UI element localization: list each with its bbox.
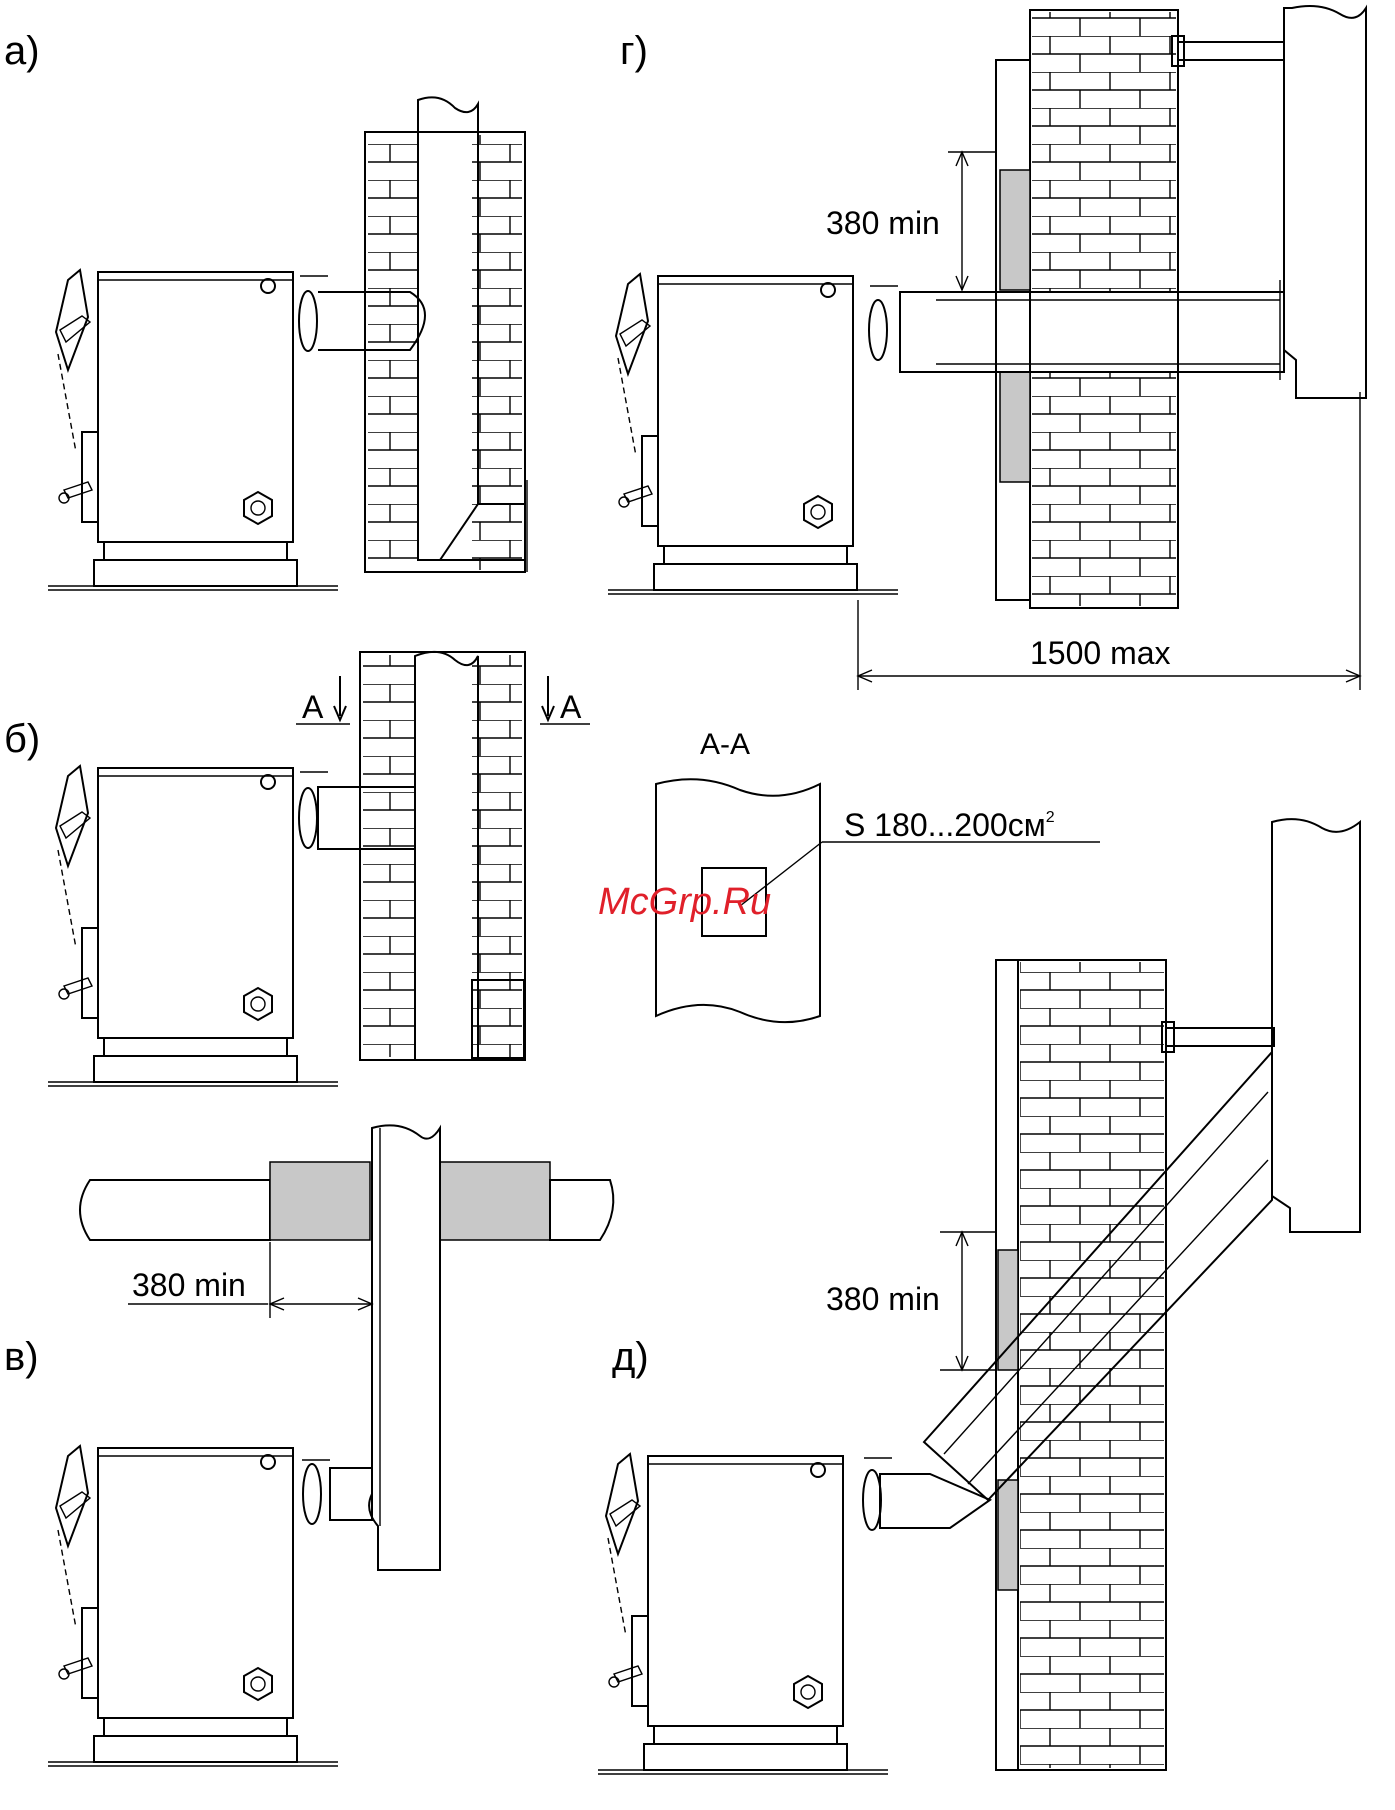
insulation-upper [1000,170,1030,290]
label-b: б) [4,717,40,761]
panel-v: в) 380 min [4,1125,613,1766]
section-area-label: S 180...200см2 [844,807,1055,843]
label-d: д) [612,1335,649,1379]
dimension-1500-max: 1500 max [1030,635,1171,671]
boiler-v [48,1446,338,1766]
wood-ceiling-right [550,1180,613,1240]
brick-left-column [368,135,418,570]
label-a: а) [4,29,40,73]
panel-g: г) 380 min 1500 max [608,6,1366,690]
watermark: McGrp.Ru [598,881,771,923]
insulation-lower [998,1480,1018,1590]
insulation-left [270,1162,370,1240]
outer-chimney-pipe [1284,6,1366,398]
insulation-lower [1000,372,1030,482]
boiler-g [608,274,898,594]
flue-elbow [880,1474,990,1528]
wall-bracket [1178,42,1284,60]
dimension-380-min-g: 380 min [826,205,940,241]
boiler-b [48,766,338,1086]
label-v: в) [4,1335,39,1379]
insulation-right [440,1162,550,1240]
wood-ceiling-left [80,1180,270,1240]
wall-edge [996,60,1030,600]
section-title: А-А [700,728,750,761]
wall-bracket [1166,1028,1274,1046]
flue-pipe [330,1468,372,1520]
boiler-d [598,1454,888,1774]
boiler-a [48,270,338,590]
section-marker-right: А [560,689,582,725]
brick-wall-fill [1020,962,1164,1768]
section-marker-left: А [302,689,324,725]
brick-wall-upper [1032,12,1176,292]
insulation-upper [998,1250,1018,1370]
outer-chimney-pipe [1272,819,1360,1232]
panel-b: б) А А [4,652,590,1086]
brick-right-column [472,655,522,1057]
panel-a: а) [4,29,527,590]
label-g: г) [620,29,648,73]
dimension-380-min-v: 380 min [132,1267,246,1303]
dimension-380-min-d: 380 min [826,1281,940,1317]
panel-d: д) 380 min [598,819,1360,1774]
brick-left-column [363,655,415,1057]
brick-wall-lower [1032,372,1176,606]
